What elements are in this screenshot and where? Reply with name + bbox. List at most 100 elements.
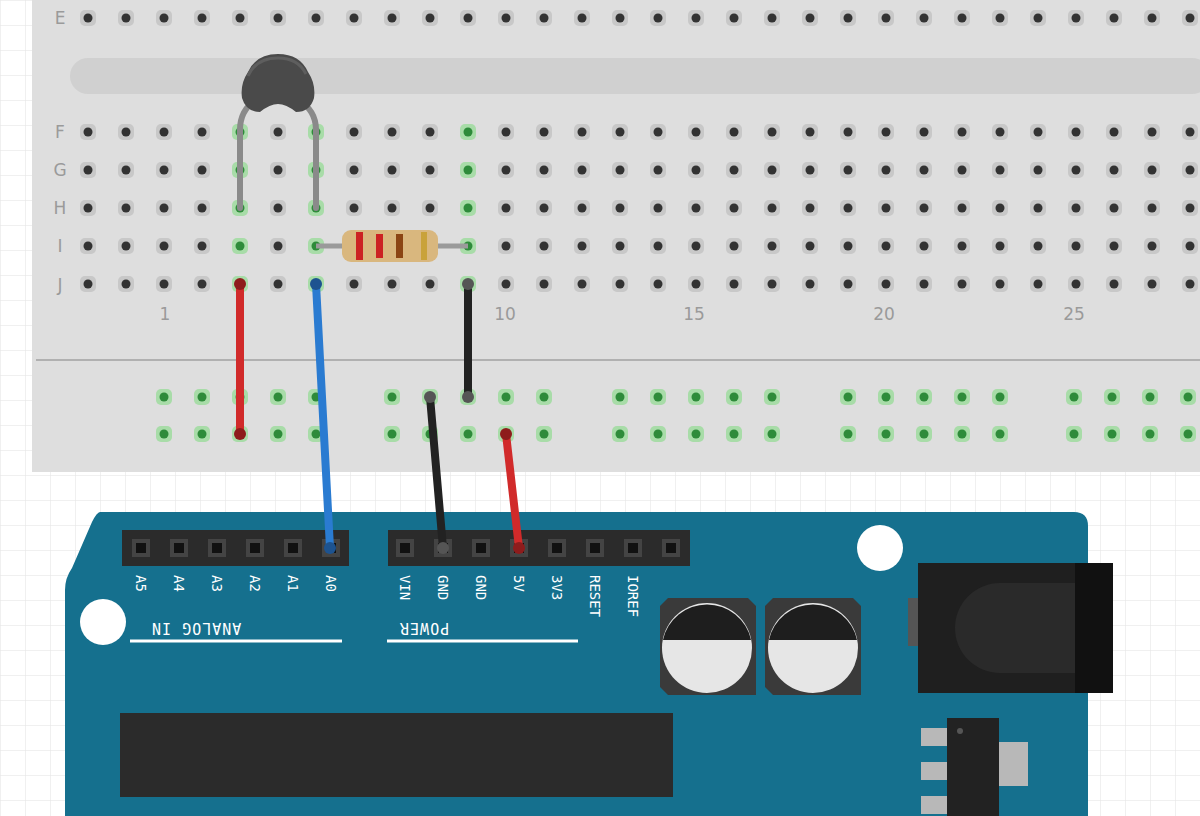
breadboard-hole: [346, 162, 362, 178]
breadboard-hole: [422, 389, 438, 405]
pin-name: RESET: [588, 575, 602, 617]
breadboard-hole: [954, 389, 970, 405]
breadboard-hole: [1106, 276, 1122, 292]
breadboard-hole: [612, 124, 628, 140]
breadboard-hole: [802, 162, 818, 178]
header-pin: [284, 539, 302, 557]
breadboard-hole: [1144, 10, 1160, 26]
pin-name: A3: [210, 575, 224, 592]
breadboard-hole: [802, 238, 818, 254]
breadboard-hole: [156, 200, 172, 216]
breadboard-hole: [1144, 276, 1160, 292]
breadboard-hole: [878, 162, 894, 178]
breadboard-hole: [764, 200, 780, 216]
breadboard-hole: [1106, 238, 1122, 254]
breadboard-hole: [916, 162, 932, 178]
breadboard-hole: [992, 124, 1008, 140]
breadboard-hole: [194, 389, 210, 405]
column-number: 20: [873, 306, 895, 323]
breadboard-hole: [688, 200, 704, 216]
breadboard-hole: [992, 162, 1008, 178]
breadboard-hole: [156, 389, 172, 405]
breadboard-hole: [1144, 162, 1160, 178]
breadboard-hole: [1104, 426, 1120, 442]
breadboard-hole: [1030, 276, 1046, 292]
header-underline: [387, 640, 578, 643]
breadboard-hole: [384, 389, 400, 405]
breadboard-hole: [688, 389, 704, 405]
breadboard-hole: [916, 200, 932, 216]
breadboard-hole: [1104, 389, 1120, 405]
breadboard-hole: [460, 426, 476, 442]
breadboard-hole: [764, 389, 780, 405]
breadboard-hole: [460, 162, 476, 178]
pin-name: A2: [248, 575, 262, 592]
breadboard-hole: [1180, 426, 1196, 442]
breadboard-hole: [574, 10, 590, 26]
breadboard-hole: [156, 162, 172, 178]
row-letter: F: [55, 124, 65, 141]
breadboard-hole: [536, 238, 552, 254]
mount-hole: [857, 525, 903, 571]
capacitor: [660, 598, 756, 695]
breadboard-hole: [764, 124, 780, 140]
breadboard-hole: [308, 10, 324, 26]
breadboard-hole: [688, 124, 704, 140]
breadboard-hole: [840, 124, 856, 140]
breadboard-hole: [80, 238, 96, 254]
breadboard-hole: [726, 10, 742, 26]
breadboard-hole: [156, 426, 172, 442]
breadboard-hole: [764, 10, 780, 26]
hole-grid: [80, 10, 1200, 442]
breadboard-hole: [384, 426, 400, 442]
breadboard-hole: [384, 276, 400, 292]
breadboard-hole: [498, 426, 514, 442]
row-letter: E: [55, 10, 66, 27]
breadboard-hole: [916, 389, 932, 405]
breadboard-hole: [80, 124, 96, 140]
breadboard-hole: [498, 238, 514, 254]
breadboard-hole: [612, 10, 628, 26]
breadboard-hole: [1142, 426, 1158, 442]
breadboard-hole: [194, 10, 210, 26]
breadboard-hole: [1068, 124, 1084, 140]
breadboard-hole: [270, 276, 286, 292]
header-pin: [548, 539, 566, 557]
breadboard-hole: [1030, 238, 1046, 254]
breadboard-hole: [840, 389, 856, 405]
thermistor: [240, 54, 316, 208]
breadboard-hole: [536, 389, 552, 405]
breadboard-hole: [574, 238, 590, 254]
breadboard-hole: [840, 10, 856, 26]
breadboard-hole: [688, 276, 704, 292]
pin-name: IOREF: [626, 575, 640, 617]
breadboard-hole: [878, 124, 894, 140]
breadboard-hole: [840, 238, 856, 254]
breadboard-hole: [992, 389, 1008, 405]
breadboard-hole: [1144, 124, 1160, 140]
breadboard-hole: [840, 200, 856, 216]
header-underline: [130, 640, 342, 643]
breadboard-hole: [802, 200, 818, 216]
header-pin: [662, 539, 680, 557]
breadboard-hole: [878, 200, 894, 216]
breadboard-hole: [954, 162, 970, 178]
breadboard-hole: [460, 276, 476, 292]
breadboard-hole: [194, 238, 210, 254]
column-number: 1: [160, 306, 171, 323]
breadboard-hole: [232, 276, 248, 292]
breadboard-hole: [194, 124, 210, 140]
breadboard-hole: [574, 162, 590, 178]
breadboard-hole: [384, 200, 400, 216]
pin-name: A1: [286, 575, 300, 592]
breadboard-hole: [156, 238, 172, 254]
breadboard-hole: [726, 124, 742, 140]
breadboard-hole: [194, 276, 210, 292]
breadboard-hole: [80, 10, 96, 26]
breadboard-hole: [422, 124, 438, 140]
breadboard-hole: [916, 426, 932, 442]
breadboard-hole: [1144, 200, 1160, 216]
breadboard-hole: [612, 426, 628, 442]
breadboard-hole: [1030, 162, 1046, 178]
